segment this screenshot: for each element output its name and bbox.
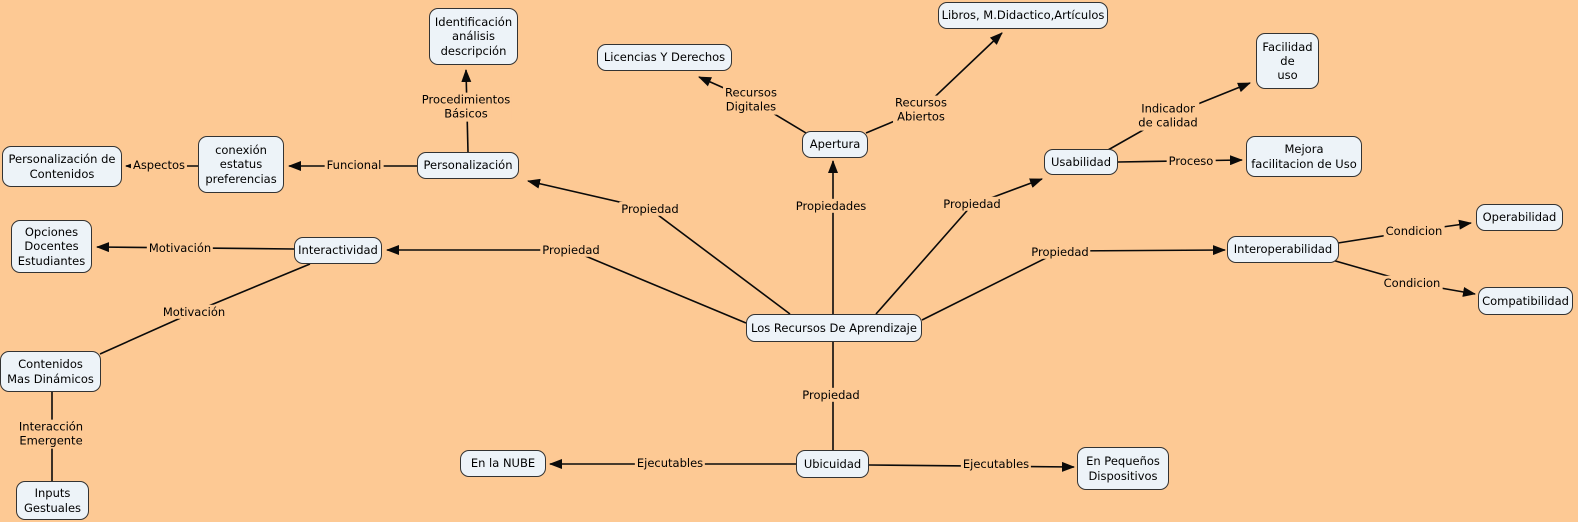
edge-label-propiedad-ubicuidad[interactable]: Propiedad (800, 387, 862, 403)
node-facilidad-de-uso[interactable]: Facilidad de uso (1256, 33, 1319, 89)
edge-label-ejecutables-dispositivos[interactable]: Ejecutables (960, 456, 1032, 472)
edge-label-propiedad-interactividad[interactable]: Propiedad (540, 242, 602, 258)
node-operabilidad[interactable]: Operabilidad (1476, 204, 1563, 231)
node-inputs-gestuales[interactable]: Inputs Gestuales (16, 481, 89, 520)
node-compatibilidad[interactable]: Compatibilidad (1478, 287, 1573, 315)
node-mejora-facilitacion-de-uso[interactable]: Mejora facilitacion de Uso (1246, 136, 1362, 177)
edge-recursos-interoperabilidad (921, 245, 1226, 321)
edge-label-condicion-compatibilidad[interactable]: Condicion (1381, 275, 1443, 291)
edge-label-indicador-de-calidad[interactable]: Indicador de calidad (1136, 101, 1200, 131)
node-libros-mdidactico-articulos[interactable]: Libros, M.Didactico,Artículos (938, 2, 1108, 29)
edge-label-propiedad-usabilidad[interactable]: Propiedad (941, 196, 1003, 212)
node-apertura[interactable]: Apertura (802, 131, 868, 158)
node-interactividad[interactable]: Interactividad (294, 237, 382, 264)
node-contenidos-mas-dinamicos[interactable]: Contenidos Mas Dinámicos (0, 351, 101, 392)
edge-label-procedimientos-basicos[interactable]: Procedimientos Básicos (419, 92, 513, 122)
edge-label-funcional[interactable]: Funcional (324, 157, 384, 173)
edge-label-ejecutables-nube[interactable]: Ejecutables (634, 455, 706, 471)
edge-label-proceso[interactable]: Proceso (1166, 153, 1216, 169)
edge-label-interaccion-emergente[interactable]: Interacción Emergente (16, 419, 86, 449)
edge-label-recursos-digitales[interactable]: Recursos Digitales (723, 85, 779, 115)
edge-label-motivacion-contenidos[interactable]: Motivación (160, 304, 228, 320)
edge-recursos-interactividad (386, 245, 747, 324)
node-interoperabilidad[interactable]: Interoperabilidad (1227, 236, 1339, 263)
node-ubicuidad[interactable]: Ubicuidad (796, 450, 869, 478)
edge-label-recursos-abiertos[interactable]: Recursos Abiertos (893, 95, 949, 125)
edge-label-motivacion-docentes[interactable]: Motivación (146, 240, 214, 256)
node-personalizacion[interactable]: Personalización (417, 152, 519, 179)
node-usabilidad[interactable]: Usabilidad (1044, 149, 1118, 175)
node-identificacion-analisis-descripcion[interactable]: Identificación análisis descripción (429, 8, 518, 65)
node-licencias-y-derechos[interactable]: Licencias Y Derechos (597, 44, 732, 71)
node-opciones-docentes-estudiantes[interactable]: Opciones Docentes Estudiantes (11, 220, 92, 273)
node-en-pequenos-dispositivos[interactable]: En Pequeños Dispositivos (1077, 447, 1169, 490)
node-en-la-nube[interactable]: En la NUBE (460, 450, 546, 477)
edge-label-propiedad-personalizacion[interactable]: Propiedad (619, 201, 681, 217)
edge-label-propiedad-interoperabilidad[interactable]: Propiedad (1029, 244, 1091, 260)
node-conexion-estatus-preferencias[interactable]: conexión estatus preferencias (198, 136, 284, 193)
node-personalizacion-de-contenidos[interactable]: Personalización de Contenidos (2, 146, 122, 187)
edge-label-propiedades-apertura[interactable]: Propiedades (793, 198, 869, 214)
edge-label-condicion-operabilidad[interactable]: Condicion (1383, 223, 1445, 239)
edge-label-aspectos[interactable]: Aspectos (130, 157, 188, 173)
node-los-recursos-de-aprendizaje[interactable]: Los Recursos De Aprendizaje (746, 314, 922, 342)
